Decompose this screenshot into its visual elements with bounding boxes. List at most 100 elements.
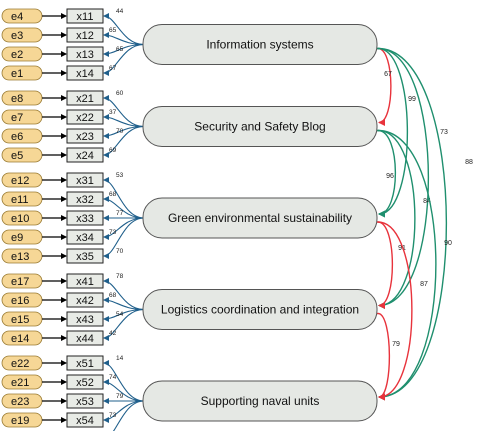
covariance-value: 90 <box>444 240 452 247</box>
indicator-x42: x42 <box>66 292 104 308</box>
latent-shape <box>142 106 378 147</box>
indicator-x12: x12 <box>66 27 104 43</box>
loading-path <box>103 95 145 128</box>
indicator-box <box>66 27 104 43</box>
loading-path <box>103 360 145 402</box>
indicator-x35: x35 <box>66 248 104 264</box>
error-term-e6: e6 <box>1 128 43 144</box>
latent-f3: Green environmental sustainability <box>142 197 378 239</box>
error-term-label: e11 <box>11 194 29 206</box>
error-term-e1: e1 <box>1 65 43 81</box>
loading-value: 77 <box>116 210 124 217</box>
latent-f2: Security and Safety Blog <box>142 106 378 147</box>
error-term-label: e22 <box>11 358 29 370</box>
loading-path <box>112 400 145 431</box>
error-term-e3: e3 <box>1 27 43 43</box>
indicator-label: x13 <box>76 49 94 61</box>
error-term-label: e13 <box>11 251 29 263</box>
indicator-x24: x24 <box>66 147 104 163</box>
loading-path <box>103 43 145 76</box>
error-term-e12: e12 <box>1 172 43 188</box>
error-term-e16: e16 <box>1 292 43 308</box>
indicator-label: x51 <box>76 358 94 370</box>
loading-path <box>103 43 145 57</box>
indicator-x22: x22 <box>66 109 104 125</box>
covariance-value: 84 <box>423 198 431 205</box>
indicator-box <box>66 65 104 81</box>
indicator-x33: x33 <box>66 210 104 226</box>
error-term-label: e23 <box>11 396 29 408</box>
loading-value: 74 <box>109 374 117 381</box>
indicator-box <box>66 46 104 62</box>
indicator-x53: x53 <box>66 393 104 409</box>
latent-shape <box>142 289 378 330</box>
error-term-label: e15 <box>11 314 29 326</box>
loading-value: 70 <box>116 248 124 255</box>
indicator-x54: x54 <box>66 412 104 428</box>
loading-value: 70 <box>116 128 124 135</box>
loading-value: 54 <box>116 311 124 318</box>
indicator-box <box>66 210 104 226</box>
loading-value: 42 <box>109 330 117 337</box>
loading-path <box>103 297 145 311</box>
latent-label: Green environmental sustainability <box>168 211 352 225</box>
indicator-box <box>66 248 104 264</box>
error-term-e15: e15 <box>1 311 43 327</box>
covariance-path-2-3 <box>371 218 393 309</box>
error-term-label: e12 <box>11 175 29 187</box>
error-term-e11: e11 <box>1 191 43 207</box>
indicator-label: x35 <box>76 251 94 263</box>
error-term-e13: e13 <box>1 248 43 264</box>
indicator-label: x21 <box>76 93 94 105</box>
covariance-value: 88 <box>465 159 473 166</box>
loading-value: 53 <box>116 172 124 179</box>
latent-label: Supporting naval units <box>201 394 320 408</box>
indicator-box <box>66 109 104 125</box>
indicator-box <box>66 172 104 188</box>
error-term-label: e8 <box>11 93 23 105</box>
error-term-label: e16 <box>11 295 29 307</box>
indicator-label: x24 <box>76 150 94 162</box>
indicator-box <box>66 355 104 371</box>
indicator-x51: x51 <box>66 355 104 371</box>
indicator-label: x14 <box>76 68 94 80</box>
latent-f5: Supporting naval units <box>142 380 378 422</box>
indicator-x32: x32 <box>66 191 104 207</box>
indicator-x34: x34 <box>66 229 104 245</box>
latent-label: Information systems <box>206 38 313 52</box>
loading-path <box>103 196 145 219</box>
indicator-x31: x31 <box>66 172 104 188</box>
covariance-value: 73 <box>440 129 448 136</box>
indicator-label: x34 <box>76 232 94 244</box>
error-term-e9: e9 <box>1 229 43 245</box>
error-term-e5: e5 <box>1 147 43 163</box>
indicator-label: x23 <box>76 131 94 143</box>
loading-value: 37 <box>109 109 117 116</box>
loading-value: 79 <box>116 393 124 400</box>
error-term-label: e21 <box>11 377 29 389</box>
indicator-box <box>66 191 104 207</box>
loading-path <box>103 125 145 158</box>
loading-value: 14 <box>116 355 124 362</box>
loading-value: 73 <box>109 412 117 419</box>
indicator-x14: x14 <box>66 65 104 81</box>
indicator-box <box>66 8 104 24</box>
indicator-box <box>66 229 104 245</box>
latent-shape <box>142 197 378 239</box>
error-term-label: e2 <box>11 49 23 61</box>
latent-f1: Information systems <box>142 24 378 65</box>
loading-path <box>103 217 145 259</box>
loading-value: 65 <box>116 46 124 53</box>
loading-path <box>103 308 145 322</box>
covariance-path-3-4 <box>371 309 391 401</box>
indicator-label: x52 <box>76 377 94 389</box>
indicator-box <box>66 311 104 327</box>
loading-path <box>103 114 145 128</box>
error-term-e19: e19 <box>1 412 43 428</box>
error-term-e8: e8 <box>1 90 43 106</box>
indicator-label: x32 <box>76 194 94 206</box>
error-term-label: e9 <box>11 232 23 244</box>
